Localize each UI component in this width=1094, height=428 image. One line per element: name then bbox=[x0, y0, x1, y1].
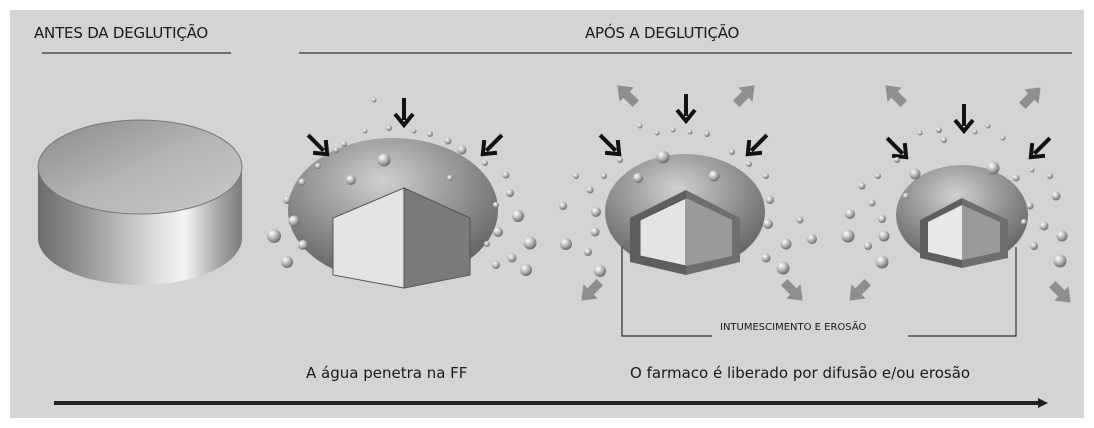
bubble-icon bbox=[267, 97, 1068, 277]
swelling-bracket bbox=[621, 247, 1017, 337]
swelling-tablet-3 bbox=[896, 165, 1028, 268]
tablet-icon bbox=[37, 119, 243, 285]
drug-release-caption: O farmaco é liberado por difusão e/ou er… bbox=[630, 364, 971, 382]
swelling-tablet-2 bbox=[605, 154, 765, 275]
swelling-tablet-1 bbox=[288, 138, 498, 289]
before-swallowing-title: ANTES DA DEGLUTIÇÃO bbox=[34, 24, 209, 42]
after-swallowing-title: APÓS A DEGLUTIÇÃO bbox=[585, 24, 740, 42]
water-penetrates-caption: A água penetra na FF bbox=[306, 364, 468, 382]
swelling-erosion-label: INTUMESCIMENTO E EROSÃO bbox=[720, 322, 867, 333]
